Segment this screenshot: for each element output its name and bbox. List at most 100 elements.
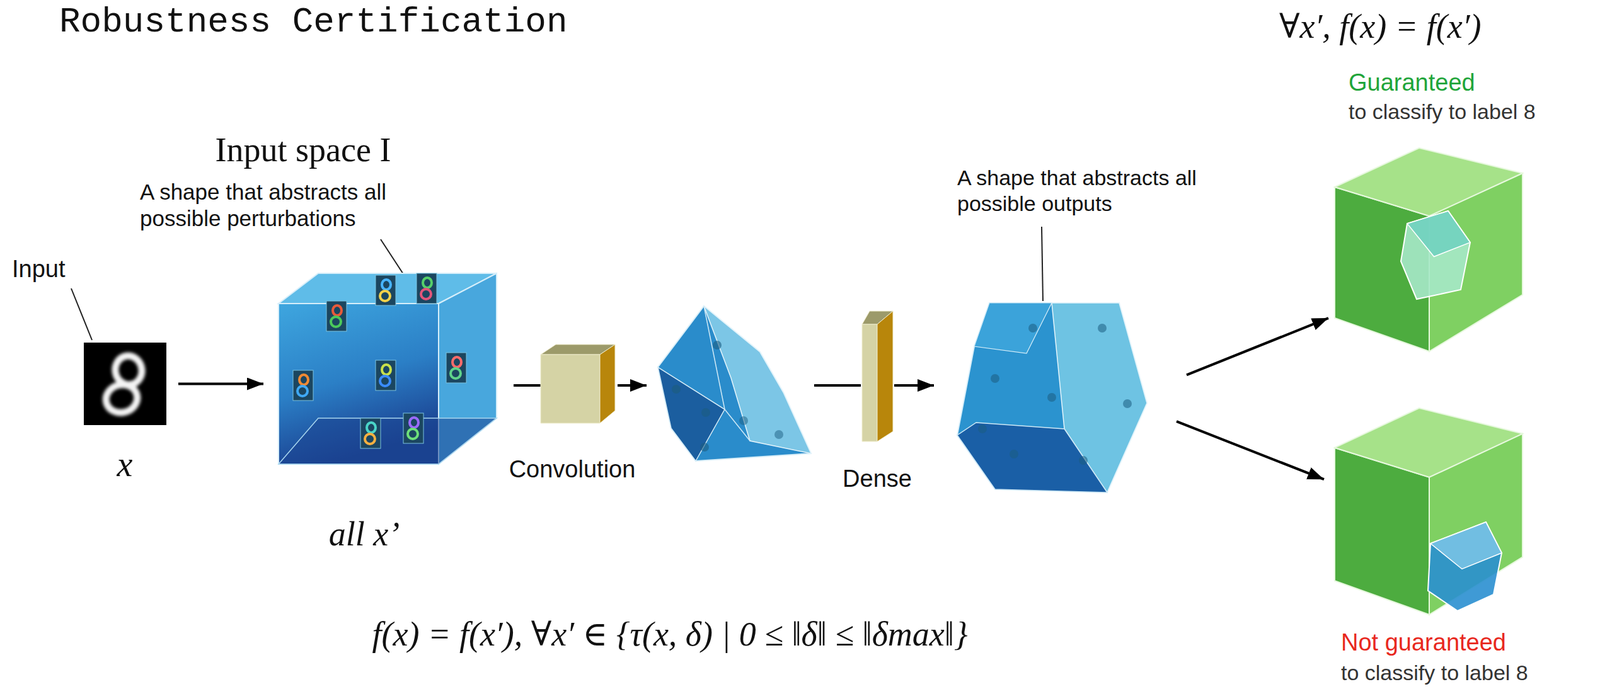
sample-frame <box>403 413 424 444</box>
node-shape <box>540 344 616 424</box>
sample-digit <box>379 291 391 302</box>
sample-digit <box>381 279 391 290</box>
polytope-face <box>957 303 1147 493</box>
polytope-face <box>657 367 725 462</box>
perturbed-sample <box>326 301 347 332</box>
sample-dot <box>1047 393 1057 403</box>
inner-polytope <box>1427 522 1502 612</box>
flow-arrow <box>178 383 264 386</box>
sample-dot <box>978 424 987 434</box>
cube-face <box>1334 408 1523 478</box>
output-polytope: A shape that abstracts all possible outp… <box>957 303 1147 493</box>
sample-dot <box>1097 323 1107 333</box>
flow-arrow <box>1186 318 1329 375</box>
polytope-face <box>974 303 1052 354</box>
sample-dot <box>774 430 784 440</box>
guaranteed-cube: Guaranteedto classify to label 8 <box>1334 148 1523 352</box>
sample-dot <box>700 443 709 452</box>
polytope-face <box>657 306 812 462</box>
perturbed-sample <box>293 370 314 401</box>
perturbed-sample <box>446 352 467 384</box>
sample-digit <box>379 376 391 387</box>
flow-arrow <box>1176 421 1324 480</box>
node-shape <box>957 303 1147 493</box>
sample-dot <box>739 416 749 426</box>
sample-digit <box>409 417 419 428</box>
inner-polytope <box>1400 211 1471 300</box>
flow-arrow <box>894 384 934 387</box>
verdict-note: to classify to label 8 <box>1341 660 1529 687</box>
perturbed-sample <box>360 418 381 449</box>
sample-dot <box>1078 456 1088 466</box>
sample-digit <box>450 368 461 379</box>
sample-digit <box>420 289 432 300</box>
sample-digit <box>422 277 432 288</box>
node-shape <box>1334 408 1523 616</box>
sample-dot <box>712 340 722 350</box>
cube-face <box>1334 148 1523 217</box>
flow-arrow <box>513 384 541 387</box>
layer-face <box>877 311 893 442</box>
layer-face <box>862 324 878 442</box>
formula: f(x) = f(x′), ∀x′ ∈ {τ(x, δ) | 0 ≤ ‖δ‖ ≤… <box>372 614 968 656</box>
verdict-label: Guaranteed <box>1348 68 1476 98</box>
node-shape <box>83 342 167 426</box>
sample-digit <box>299 374 309 386</box>
node-shape <box>862 311 893 442</box>
perturbed-sample <box>416 273 437 304</box>
inner-polytope-face <box>1407 211 1471 258</box>
perturbed-sample <box>403 413 424 444</box>
layer-name: Dense <box>842 465 912 495</box>
layer-name: Convolution <box>509 455 636 485</box>
layer-face <box>599 344 616 424</box>
formula: ∀x′, f(x) = f(x′) <box>1279 6 1482 48</box>
sample-digit <box>330 316 341 328</box>
sample-digit <box>297 386 308 397</box>
convolution-layer: Convolution <box>540 344 616 424</box>
perturbed-inputs-label: all x’ <box>328 514 400 556</box>
node-shape <box>1334 148 1523 352</box>
sample-frame <box>375 360 396 391</box>
node-shape <box>278 273 497 465</box>
leader-line <box>71 288 93 341</box>
slide-title: Robustness Certification <box>59 1 568 44</box>
input-space-heading: Input space I <box>215 129 392 171</box>
dense-layer: Dense <box>862 311 893 442</box>
sample-digit <box>364 434 375 445</box>
polytope-edge <box>724 409 750 442</box>
sample-dot <box>1028 323 1038 333</box>
sample-digit <box>407 429 418 440</box>
perturbation-note: A shape that abstracts all possible pert… <box>139 178 468 232</box>
polytope-face <box>957 422 1108 493</box>
perturbed-sample <box>375 275 396 306</box>
inner-polytope-face <box>1430 522 1502 570</box>
polytope-edge <box>703 306 725 410</box>
input-space-box: Input space IA shape that abstracts all … <box>278 273 497 465</box>
box-floor <box>278 418 497 465</box>
sample-digit <box>332 305 342 316</box>
sample-dot <box>701 408 711 418</box>
sample-frame <box>293 370 314 401</box>
input-label: Input <box>11 255 66 285</box>
sample-frame <box>446 352 467 384</box>
sample-frame <box>326 301 347 332</box>
sample-dot <box>1122 399 1132 409</box>
verdict-note: to classify to label 8 <box>1348 98 1536 125</box>
sample-dot <box>990 374 1000 384</box>
output-note: A shape that abstracts all possible outp… <box>957 165 1273 217</box>
sample-dot <box>1009 449 1019 459</box>
sample-frame <box>375 275 396 306</box>
handwritten-digit <box>102 353 145 417</box>
sample-digit <box>366 422 376 433</box>
verdict-label: Not guaranteed <box>1341 628 1507 658</box>
sample-frame <box>416 273 437 304</box>
image-ground <box>83 342 167 426</box>
flow-line <box>814 384 861 387</box>
layer-face <box>540 354 600 424</box>
input-image: Inputx <box>83 342 167 426</box>
not-guaranteed-cube: Not guaranteedto classify to label 8 <box>1334 408 1523 616</box>
input-symbol: x <box>117 443 133 486</box>
sample-digit <box>381 364 391 375</box>
digit-stroke <box>102 381 141 416</box>
leader-line <box>1041 226 1043 302</box>
